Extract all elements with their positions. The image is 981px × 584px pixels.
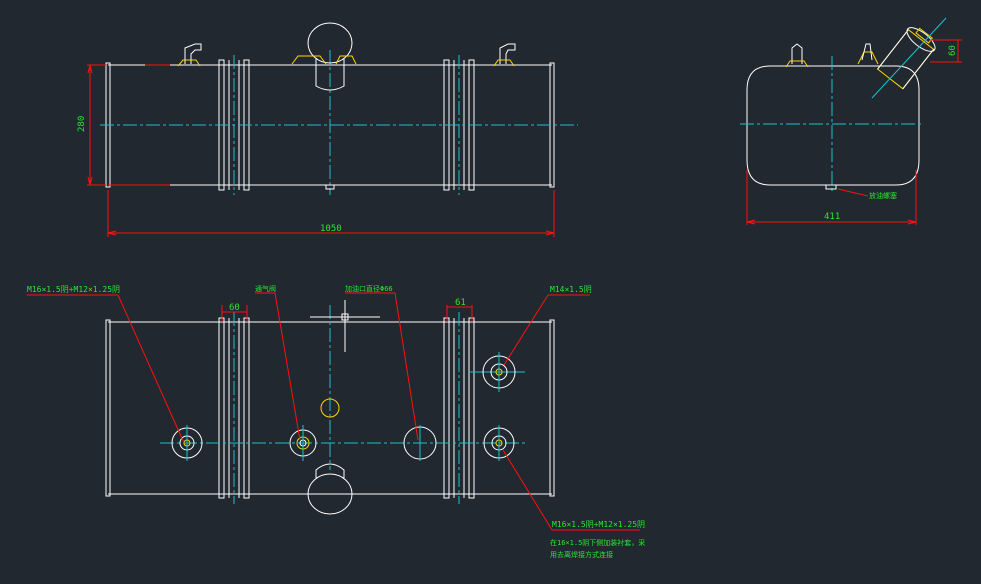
- note-line-2: 用去离焊接方式连接: [550, 550, 613, 559]
- note-fill-neck: 加油口直径Φ66: [345, 284, 393, 293]
- dim-length-total: 1050: [320, 224, 342, 234]
- top-view: [27, 292, 640, 531]
- note-line-1: 在16×1.5阴下侧加装衬套，采: [550, 538, 645, 547]
- dim-spacing-right: 61: [455, 298, 466, 308]
- side-view: [740, 17, 962, 225]
- dim-tilt-right: 60: [948, 45, 958, 56]
- dim-spacing-left: 60: [229, 303, 240, 313]
- note-drain-plug: 放油螺塞: [869, 191, 897, 200]
- note-fitting-right-top: M14×1.5阴: [550, 285, 592, 294]
- note-fitting-right-bottom: M16×1.5阴+M12×1.25阴: [552, 520, 645, 529]
- dim-height-left: 280: [77, 116, 87, 132]
- note-vent-valve: 通气阀: [255, 284, 276, 293]
- dim-width-right: 411: [824, 212, 840, 222]
- front-view: [87, 22, 578, 237]
- note-fitting-left: M16×1.5阴+M12×1.25阴: [27, 285, 120, 294]
